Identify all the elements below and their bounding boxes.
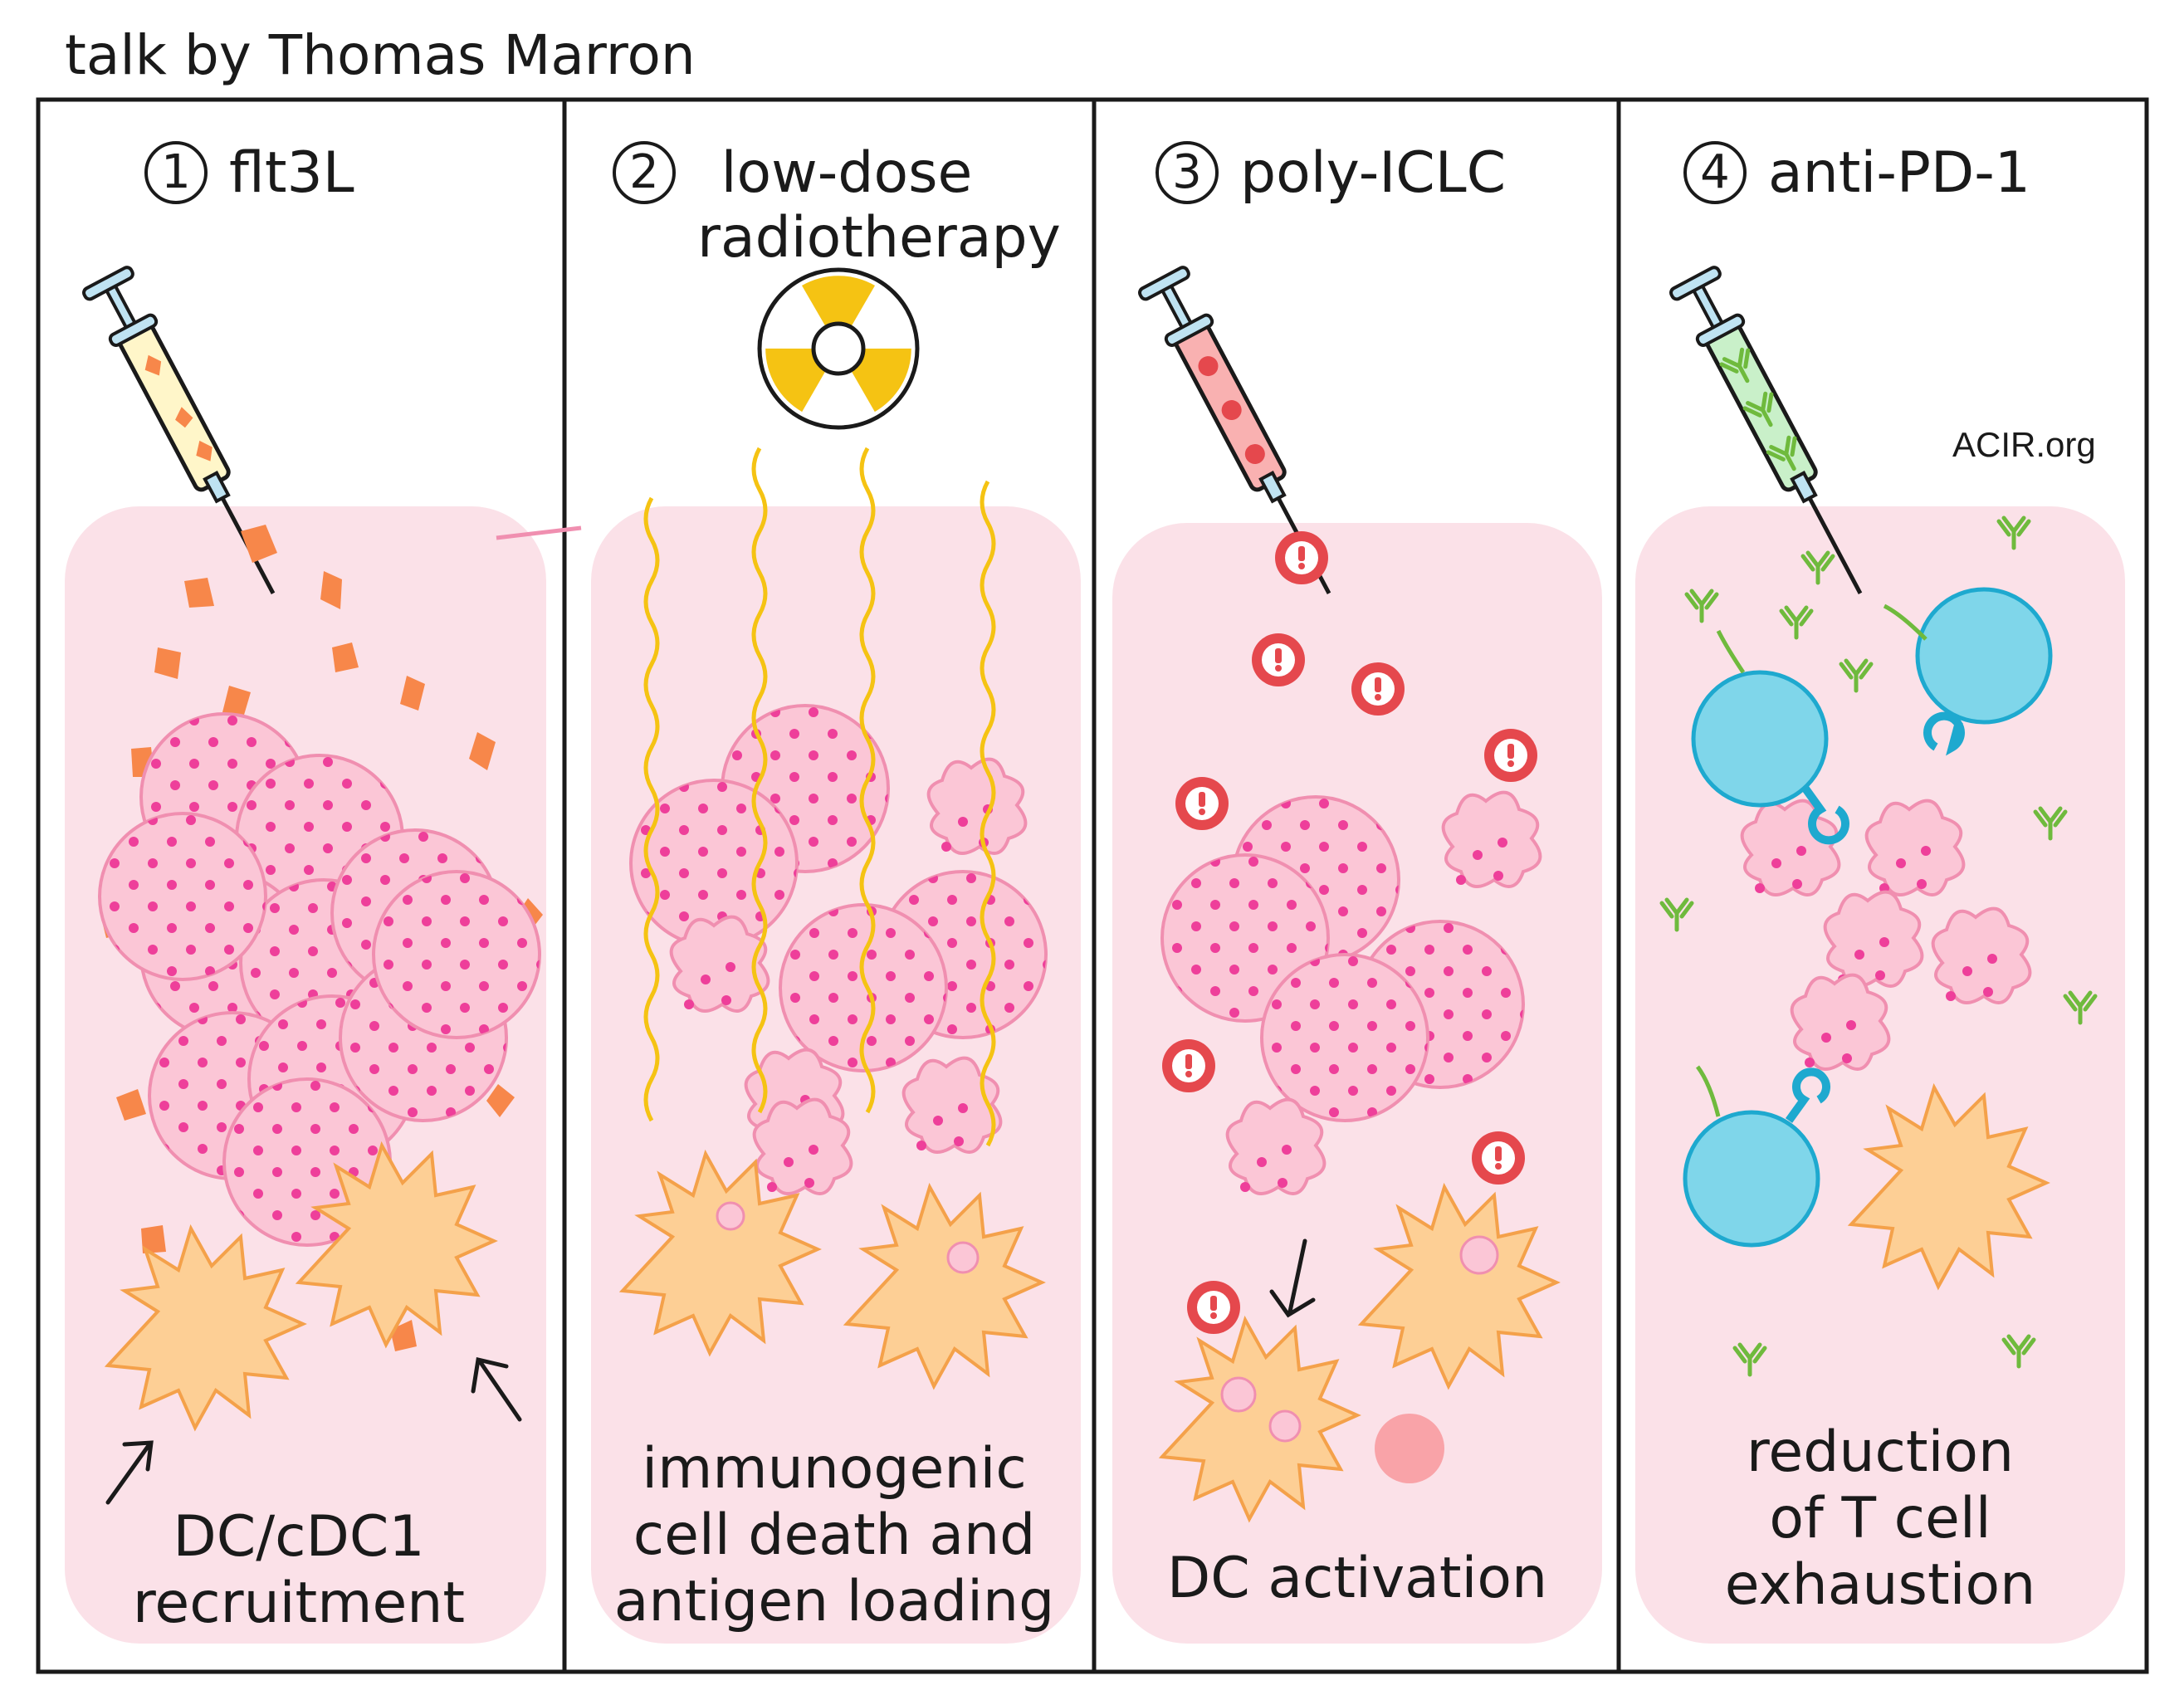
panel-4-graphics [1662,266,2095,1375]
panel-4-title: anti-PD-1 [1768,140,2031,206]
panel-3-caption: DC activation [1121,1546,1594,1612]
caption-line: reduction [1746,1419,2015,1485]
panel-1-title: flt3L [229,140,354,206]
panel-1-number: 1 [144,141,208,204]
caption-line: cell death and [633,1502,1036,1568]
panel-1-heading: 1 flt3L [144,141,354,206]
radiation-icon [757,267,920,430]
caption-line: antigen loading [613,1569,1055,1634]
arrow-3 [1269,1238,1316,1318]
caption-line: recruitment [132,1571,466,1636]
caption-line: DC/cDC1 [173,1504,425,1570]
source-site: ACIR.org [1952,425,2096,464]
panel-1-caption: DC/cDC1 recruitment [100,1504,498,1637]
arrows-1 [105,1356,522,1505]
panel-3-title: poly-ICLC [1240,140,1507,206]
panel-2-number: 2 [613,141,676,204]
caption-line: DC activation [1166,1546,1548,1611]
caption-line: exhaustion [1724,1552,2036,1618]
panel-4-caption: reduction of T cell exhaustion [1648,1419,2113,1619]
panel-4-number: 4 [1683,141,1747,204]
panel-3-heading: 3 poly-ICLC [1156,141,1506,206]
panel-1-graphics [82,266,543,1505]
panel-2-title: low-dose radiotherapy [697,140,1061,271]
syringe-icon [1138,266,1352,606]
panel-3-graphics [1138,266,1558,1521]
t-cells [1683,587,2053,1248]
caption-line: immunogenic [642,1436,1027,1502]
panel-frames [36,97,2149,1674]
panel-2-heading: 2 low-dose radiotherapy [613,140,1061,271]
dendritic-cells-3 [1160,1185,1558,1521]
talk-credit: talk by Thomas Marron [65,23,696,87]
dendritic-cells-2 [621,1152,1043,1388]
panel-2-graphics [621,267,1048,1388]
panel-4-heading: 4 anti-PD-1 [1683,141,2030,206]
caption-line: of T cell [1769,1486,1991,1551]
panel-2-caption: immunogenic cell death and antigen loadi… [598,1436,1071,1635]
tissue-link-mark [496,525,582,540]
syringe-icon [82,266,296,606]
radiation-rays [643,447,996,1147]
panel-3-number: 3 [1156,141,1219,204]
